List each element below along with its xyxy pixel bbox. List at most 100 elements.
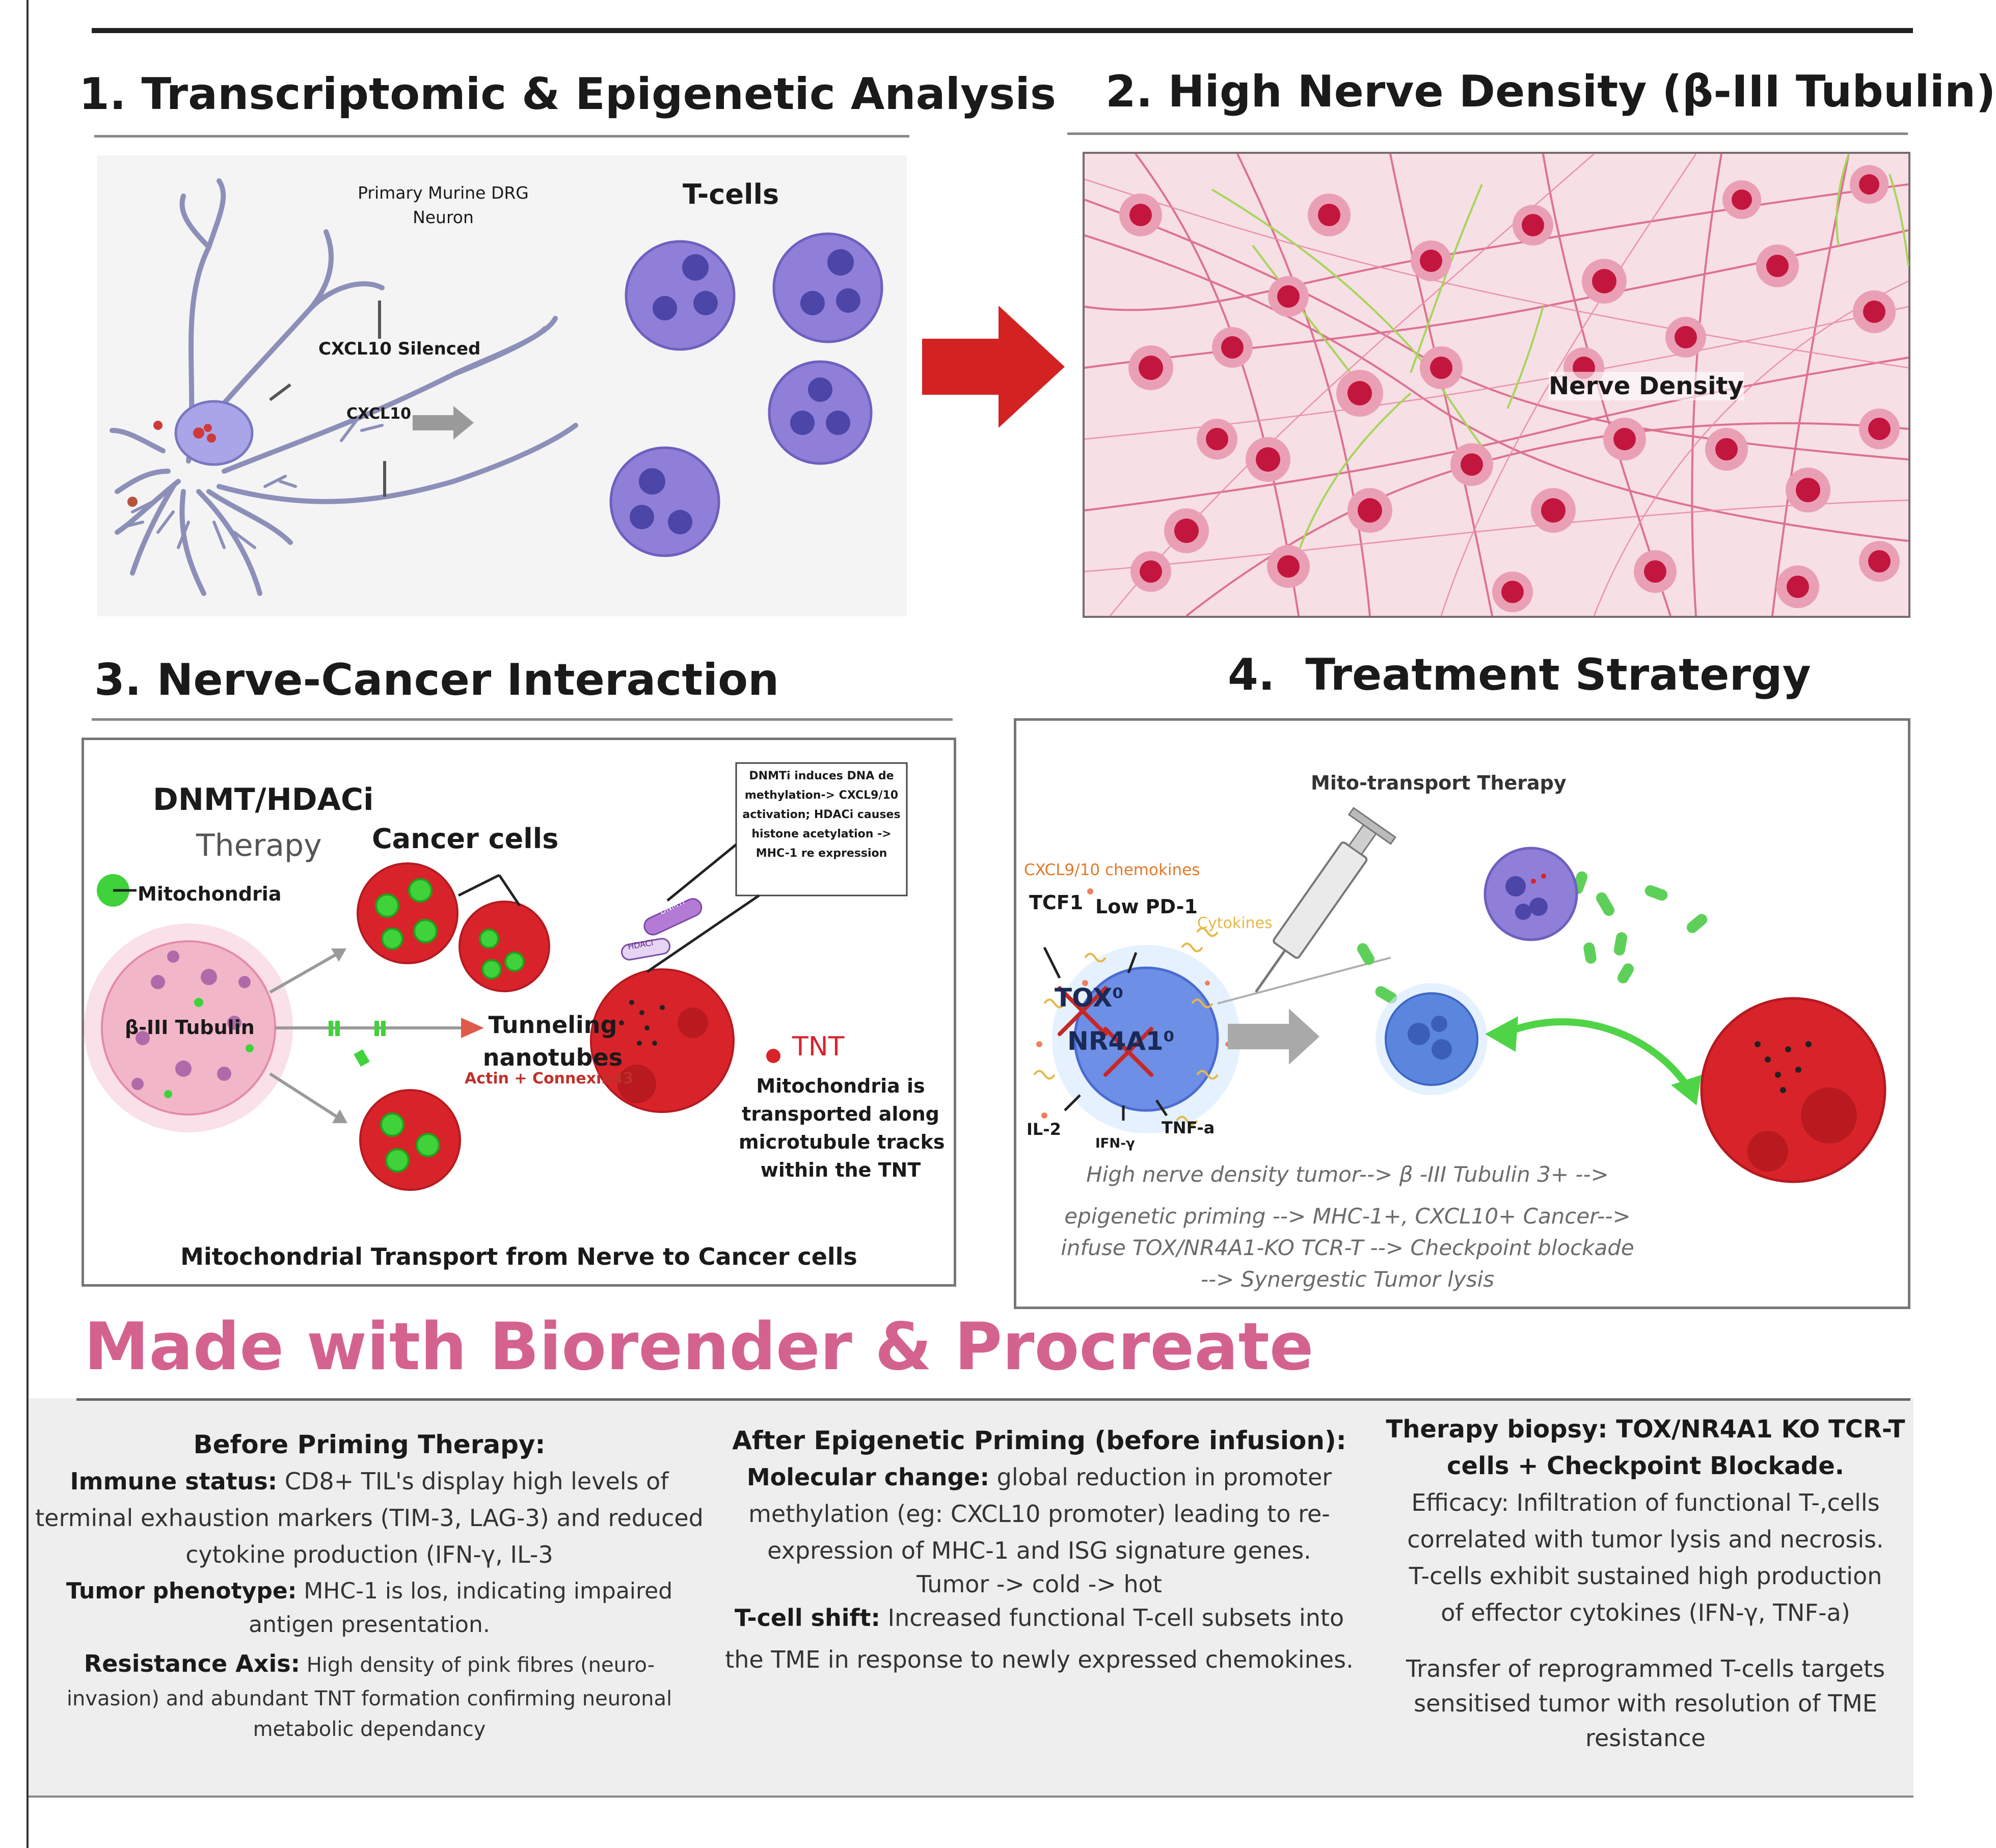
efficacy-line-1: Efficacy: Infiltration of functional T-,… xyxy=(1411,1489,1880,1516)
exhausted-tcell xyxy=(1073,966,1219,1112)
dnmt-note-text: DNMTi induces DNA de methylation-> CXCL9… xyxy=(736,767,907,863)
mito-transport-line-3: microtubule tracks xyxy=(739,1131,945,1153)
immune-status-key: Immune status: xyxy=(70,1467,278,1495)
mitochondria-legend-label: Mitochondria xyxy=(138,883,282,905)
efficacy-line-2: correlated with tumor lysis and necrosis… xyxy=(1407,1526,1884,1553)
mito-transport-text: Mitochondria is transported along microt… xyxy=(739,1072,945,1184)
resistance-axis-text-3: metabolic dependancy xyxy=(253,1718,486,1741)
panel3-title: 3. Nerve-Cancer Interaction xyxy=(94,655,779,705)
efficacy-line-4: of effector cytokines (IFN-γ, TNF-a) xyxy=(1441,1599,1850,1626)
tubulin-label: β-III Tubulin xyxy=(125,1016,255,1039)
transfer-line-2: sensitised tumor with resolution of TME xyxy=(1414,1690,1877,1717)
efficacy-line-3: T-cells exhibit sustained high productio… xyxy=(1409,1562,1882,1590)
panel4-title: 4. Treatment Stratergy xyxy=(1228,649,1811,700)
mito-transport-line-1: Mitochondria is xyxy=(756,1075,925,1097)
tcell-shift-text-1: Increased functional T-cell subsets into xyxy=(880,1604,1344,1632)
hdaci-pill-icon xyxy=(621,938,671,961)
tunneling-label: Tunneling nanotubes xyxy=(479,1009,627,1074)
il2-label: IL-2 xyxy=(1027,1120,1061,1139)
tcells-label: T-cells xyxy=(683,178,779,210)
panel2-tissue xyxy=(1083,152,1910,618)
note-line-2: methylation-> CXCL9/10 xyxy=(744,789,899,802)
before-priming-heading: Before Priming Therapy: xyxy=(193,1430,546,1459)
chemokines-label: CXCL9/10 chemokines xyxy=(1024,861,1200,879)
note-line-5: MHC-1 re expression xyxy=(756,847,887,860)
cxcl10-silenced-label: CXCL10 Silenced xyxy=(318,339,481,359)
info-band-bottom-rule xyxy=(29,1796,1913,1798)
cancer-cell-2 xyxy=(458,901,550,992)
therapy-biopsy-heading-2: cells + Checkpoint Blockade. xyxy=(1447,1452,1844,1480)
tcell-shift-text-2: the TME in response to newly expressed c… xyxy=(725,1646,1354,1673)
tcell-shift-line: T-cell shift: Increased functional T-cel… xyxy=(711,1599,1368,1636)
panel2-title: 2. High Nerve Density (β-III Tubulin) xyxy=(1105,66,1996,117)
actin-connexin-label: Actin + Connexin43 xyxy=(465,1070,634,1088)
resistance-axis-text-2: invasion) and abundant TNT formation con… xyxy=(66,1687,672,1710)
treatment-diagram xyxy=(1033,807,1886,1183)
tissue-cell xyxy=(1119,165,1900,612)
neuron-label-line-2: Neuron xyxy=(413,207,474,227)
panel3-caption: Mitochondrial Transport from Nerve to Ca… xyxy=(180,1243,857,1270)
molecular-change-text-4: Tumor -> cold -> hot xyxy=(916,1570,1162,1598)
syringe-icon xyxy=(1273,841,1368,959)
dnmt-note-box xyxy=(735,762,908,896)
tumor-phenotype-key: Tumor phenotype: xyxy=(66,1578,297,1604)
transfer-line-3: resistance xyxy=(1585,1724,1706,1752)
note-line-3: activation; HDACi causes xyxy=(742,808,901,821)
neuron-label-line-1: Primary Murine DRG xyxy=(358,183,529,203)
panel1-box xyxy=(97,155,907,616)
info-band xyxy=(29,1398,1913,1796)
tumor-phenotype-line: Tumor phenotype: MHC-1 is los, indicatin… xyxy=(31,1573,708,1610)
top-rule xyxy=(92,28,1913,33)
tnt-label: TNT xyxy=(792,1031,845,1062)
flow-line-2: epigenetic priming --> MHC-1+, CXCL10+ C… xyxy=(1064,1204,1631,1229)
resistance-axis-text-1: High density of pink fibres (neuro- xyxy=(300,1653,655,1677)
mito-therapy-label: Mito-transport Therapy xyxy=(1311,772,1567,794)
before-priming-column: Before Priming Therapy: Immune status: C… xyxy=(31,1426,708,1745)
tunneling-line-2: nanotubes xyxy=(482,1044,623,1071)
therapy-biopsy-column: Therapy biopsy: TOX/NR4A1 KO TCR-T cells… xyxy=(1375,1411,1916,1755)
left-border-line xyxy=(26,0,29,1848)
panel1-title-underline xyxy=(94,135,909,138)
cytokines-label: Cytokines xyxy=(1197,914,1273,932)
immune-status-text-1: CD8+ TIL's display high levels of xyxy=(277,1467,669,1495)
purple-tcell xyxy=(1483,847,1578,941)
panel2-title-underline xyxy=(1067,132,1908,135)
note-line-1: DNMTi induces DNA de xyxy=(749,770,894,782)
molecular-change-text-2: methylation (eg: CXCL10 promoter) leadin… xyxy=(748,1500,1330,1528)
treatment-flow-text: High nerve density tumor--> β -III Tubul… xyxy=(1016,1159,1679,1295)
cancer-cell-3 xyxy=(359,1089,461,1191)
flow-line-4: --> Synergestic Tumor lysis xyxy=(1200,1267,1495,1292)
tcell-1 xyxy=(625,240,736,351)
transfer-line-1: Transfer of reprogrammed T-cells targets xyxy=(1406,1655,1885,1682)
ifny-label: IFN-γ xyxy=(1095,1136,1135,1151)
cxcl10-label: CXCL10 xyxy=(346,405,411,423)
mito-transport-line-4: within the TNT xyxy=(760,1159,921,1181)
nerve-density-label: Nerve Density xyxy=(1549,372,1744,400)
tumor-phenotype-text-2: antigen presentation. xyxy=(249,1612,490,1638)
note-line-4: histone acetylation -> xyxy=(751,828,892,840)
flow-line-3: infuse TOX/NR4A1-KO TCR-T --> Checkpoint… xyxy=(1061,1235,1634,1260)
tcell-3 xyxy=(768,360,873,465)
tox-label: TOX⁰ xyxy=(1055,983,1124,1013)
molecular-change-key: Molecular change: xyxy=(746,1463,990,1491)
dnmti-pill-icon xyxy=(643,898,703,936)
immune-status-line: Immune status: CD8+ TIL's display high l… xyxy=(31,1463,708,1500)
therapy-biopsy-heading-1: Therapy biopsy: TOX/NR4A1 KO TCR-T xyxy=(1386,1415,1905,1444)
resistance-axis-line: Resistance Axis: High density of pink fi… xyxy=(31,1645,708,1683)
panel1-title: 1. Transcriptomic & Epigenetic Analysis xyxy=(79,69,1057,120)
tcf1-label: TCF1 xyxy=(1029,891,1084,914)
flow-line-1: High nerve density tumor--> β -III Tubul… xyxy=(1086,1162,1609,1187)
neuron-illustration xyxy=(110,178,578,596)
lowpd1-label: Low PD-1 xyxy=(1095,895,1198,918)
molecular-change-text-1: global reduction in promoter xyxy=(989,1463,1332,1491)
nerve-cancer-diagram xyxy=(84,762,908,1191)
tunneling-line-1: Tunneling xyxy=(488,1011,617,1039)
tcell-4 xyxy=(609,446,720,557)
tcell-shift-key: T-cell shift: xyxy=(734,1604,880,1632)
resistance-axis-key: Resistance Axis: xyxy=(84,1650,301,1677)
cancer-cells-label: Cancer cells xyxy=(372,823,559,855)
tcell-group xyxy=(609,232,883,557)
immune-status-text-2: terminal exhaustion markers (TIM-3, LAG-… xyxy=(35,1504,704,1532)
mito-transport-line-2: transported along xyxy=(742,1103,939,1125)
transition-arrow-icon xyxy=(922,306,1065,428)
